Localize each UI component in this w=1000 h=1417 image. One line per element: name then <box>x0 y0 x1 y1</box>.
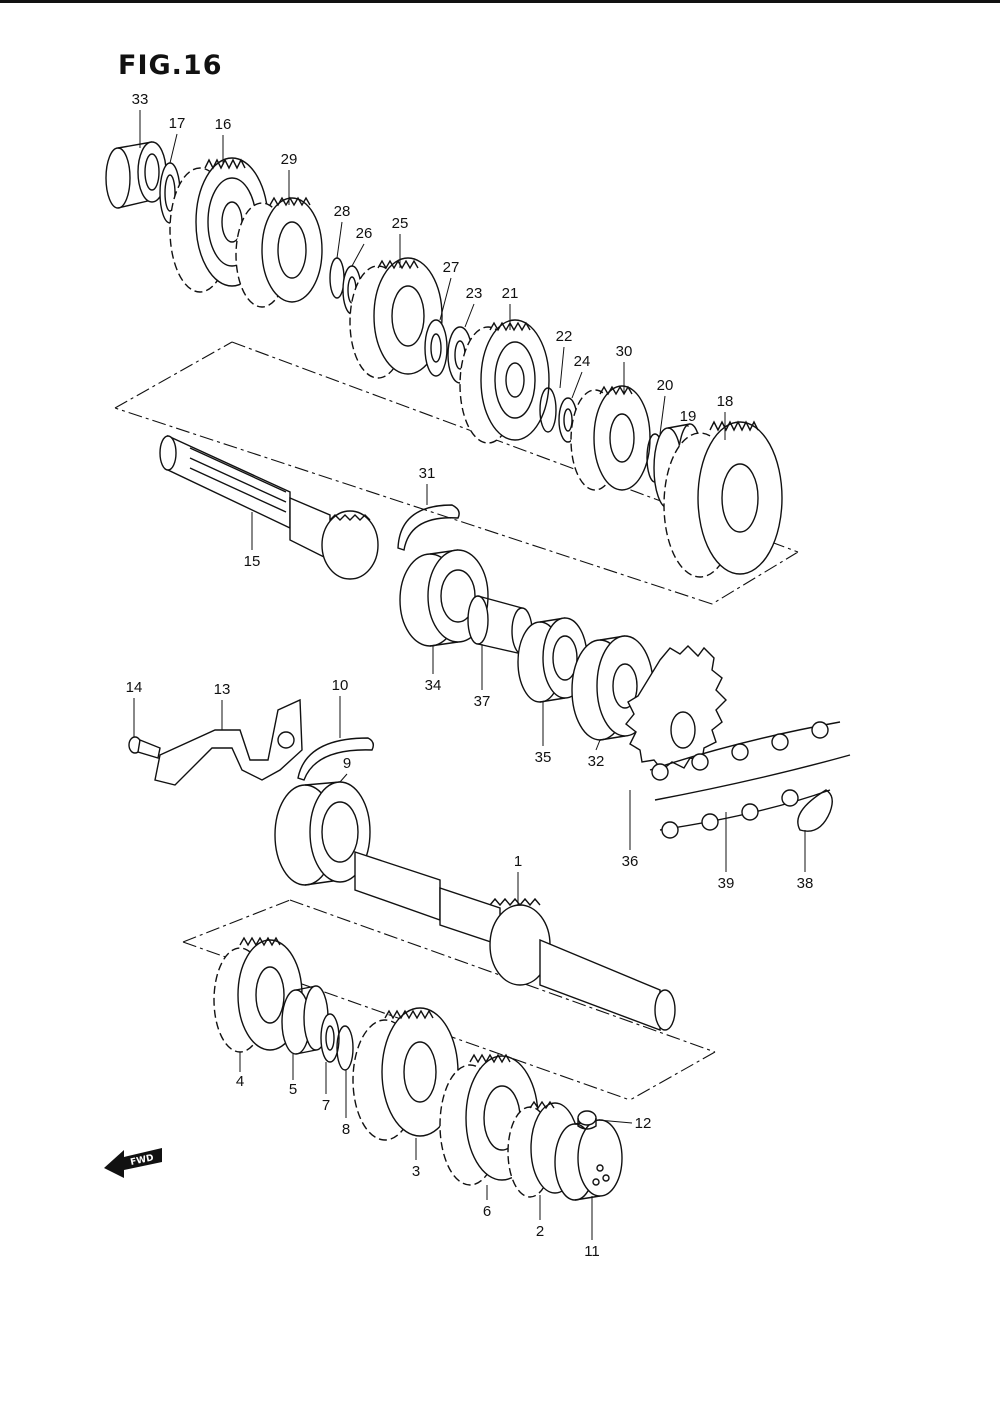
callout-label-7: 7 <box>322 1097 330 1114</box>
callout-label-16: 16 <box>215 116 232 133</box>
part-11-bushing <box>554 1119 623 1201</box>
callout-leader-24 <box>571 371 583 399</box>
part-10-circlip <box>297 737 375 781</box>
callout-label-24: 24 <box>574 353 591 370</box>
callout-label-34: 34 <box>425 677 442 694</box>
callout-label-1: 1 <box>514 853 522 870</box>
callout-label-14: 14 <box>126 679 143 696</box>
callout-label-39: 39 <box>718 875 735 892</box>
callout-label-3: 3 <box>412 1163 420 1180</box>
callout-label-13: 13 <box>214 681 231 698</box>
callout-label-30: 30 <box>616 343 633 360</box>
callout-label-10: 10 <box>332 677 349 694</box>
callout-label-18: 18 <box>717 393 734 410</box>
callout-leader-17 <box>169 133 178 164</box>
callout-leader-20 <box>659 395 666 435</box>
fwd-label: FWD <box>130 1153 155 1168</box>
callout-label-38: 38 <box>797 875 814 892</box>
part-29-gear <box>235 196 323 308</box>
callout-label-9: 9 <box>343 755 351 772</box>
part-8-circlip <box>336 1025 354 1071</box>
callout-leader-22 <box>559 346 565 389</box>
callout-label-6: 6 <box>483 1203 491 1220</box>
callout-label-31: 31 <box>419 465 436 482</box>
part-18-gear <box>663 420 783 578</box>
part-13-stopper-plate <box>154 698 303 786</box>
callout-leader-12 <box>597 1119 633 1124</box>
part-14-bolt <box>128 736 161 759</box>
callout-label-25: 25 <box>392 215 409 232</box>
callout-label-37: 37 <box>474 693 491 710</box>
part-21-gear <box>459 319 550 444</box>
part-27-splined-washer <box>424 319 448 377</box>
callout-label-4: 4 <box>236 1073 244 1090</box>
callout-label-5: 5 <box>289 1081 297 1098</box>
part-39-drive-chain <box>649 721 851 839</box>
part-7-washer <box>320 1013 340 1063</box>
part-33-needle-bearing <box>105 141 167 209</box>
callout-leader-32 <box>595 739 601 751</box>
callout-leader-26 <box>351 243 365 267</box>
callout-label-22: 22 <box>556 328 573 345</box>
part-28-circlip <box>329 257 345 299</box>
callout-leader-23 <box>464 303 475 328</box>
part-38-circlip <box>797 789 833 832</box>
callout-label-8: 8 <box>342 1121 350 1138</box>
callout-label-26: 26 <box>356 225 373 242</box>
callout-label-29: 29 <box>281 151 298 168</box>
callout-label-23: 23 <box>466 285 483 302</box>
part-36-engine-sprocket <box>625 645 727 771</box>
forward-direction-arrow-icon: FWD <box>104 1148 162 1178</box>
part-12-pin <box>577 1110 597 1130</box>
part-25-gear <box>349 257 443 379</box>
part-15-countershaft <box>159 434 379 580</box>
part-22-circlip <box>539 387 557 433</box>
callout-label-11: 11 <box>584 1243 600 1260</box>
part-31-circlip <box>397 504 460 551</box>
callout-label-27: 27 <box>443 259 460 276</box>
part-1-driveshaft <box>354 851 676 1032</box>
callout-label-33: 33 <box>132 91 149 108</box>
callout-leader-9 <box>339 773 348 783</box>
callout-label-36: 36 <box>622 853 639 870</box>
callout-label-21: 21 <box>502 285 519 302</box>
callout-label-2: 2 <box>536 1223 544 1240</box>
callout-label-19: 19 <box>680 408 697 425</box>
callout-label-35: 35 <box>535 749 552 766</box>
countershaft-assembly-outline <box>114 341 799 605</box>
callout-label-20: 20 <box>657 377 674 394</box>
callout-label-12: 12 <box>635 1115 652 1132</box>
callout-label-28: 28 <box>334 203 351 220</box>
callout-label-15: 15 <box>244 553 261 570</box>
callout-label-32: 32 <box>588 753 605 770</box>
figure-title: FIG.16 <box>118 50 223 81</box>
part-30-gear <box>570 385 651 491</box>
top-border-line <box>0 0 1000 3</box>
callout-label-17: 17 <box>169 115 186 132</box>
callout-leader-27 <box>439 277 452 321</box>
callout-leader-28 <box>336 221 343 259</box>
